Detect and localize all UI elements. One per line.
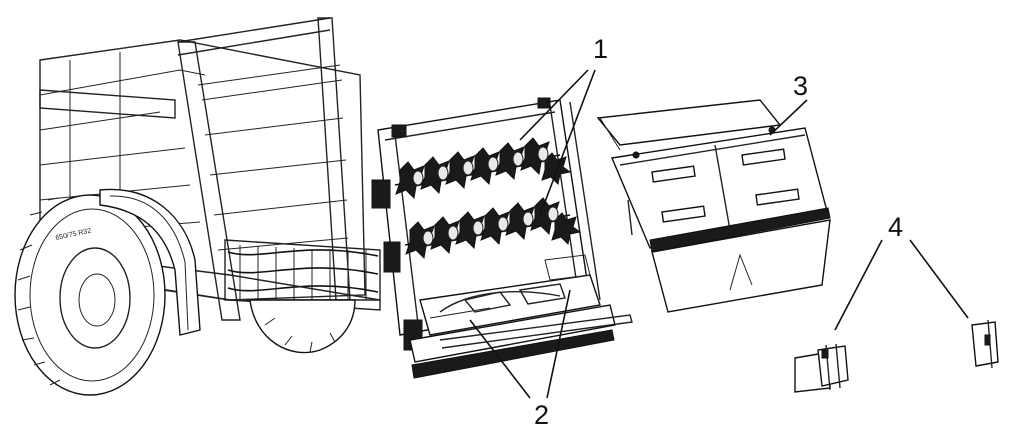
callout-1: 1 (593, 34, 608, 64)
spreading-discs (419, 254, 601, 336)
beater-assembly (371, 97, 633, 379)
leader-lines (469, 69, 969, 399)
callout-2: 2 (534, 400, 549, 430)
callout-4: 4 (888, 212, 903, 242)
mounting-bracket-right (971, 319, 999, 369)
rear-wheel (249, 299, 356, 354)
callout-3: 3 (793, 71, 808, 101)
mounting-bracket-left (794, 343, 849, 393)
hood-cover (596, 99, 831, 313)
front-wheel: 650/75 R32 (14, 188, 201, 396)
